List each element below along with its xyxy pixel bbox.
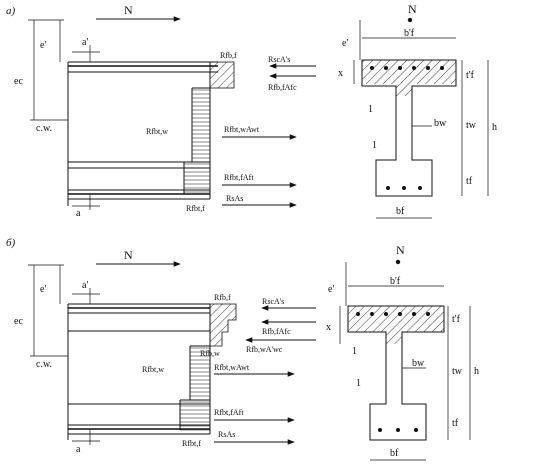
panel-a-Rfbf-label: Rfb,f [220, 51, 237, 60]
panel-a-ec-label: ec [14, 76, 23, 87]
panel-a-leader-1: 1 [368, 104, 373, 115]
panel-b-section-e: e' [328, 284, 334, 295]
panel-b-section-tf-top: t'f [452, 314, 461, 325]
panel-a-tension-hatch [184, 89, 210, 193]
panel-a-elevation: а) N e' ec c.w. a' [6, 3, 316, 219]
panel-b-section-tf: tf [452, 418, 459, 429]
panel-a-compression-zone [362, 60, 456, 84]
panel-b-Rfbw-label: Rfb,w [200, 349, 220, 358]
panel-b-top-rebars [356, 312, 430, 316]
panel-a-tension-web-block [183, 62, 211, 199]
panel-a-section-tf: tf [466, 176, 473, 187]
panel-a-section-bf-top: b'f [404, 28, 415, 39]
panel-a-section-x: x [338, 68, 343, 79]
panel-b-a-label: a [76, 444, 81, 455]
rebar-dot [384, 66, 388, 70]
panel-b-Rfbtw-label: Rfbt,w [142, 365, 164, 374]
panel-a-leader-2: 1 [372, 140, 377, 151]
panel-a-Rfbtw-label: Rfbt,w [146, 127, 168, 136]
panel-b-Ffbw-label: Rfb,wA'wc [246, 345, 283, 354]
panel-a-section-bw: bw [434, 118, 447, 129]
panel-a-aprime-label: a' [82, 37, 88, 48]
panel-a-bottom-rebars [386, 186, 422, 190]
panel-b-cw-label: c.w. [36, 359, 52, 370]
rebar-dot [356, 312, 360, 316]
panel-b-section-tw: tw [452, 366, 463, 377]
panel-b-elevation: б) N e' ec c.w. a' Rfb,f Rf [6, 237, 316, 455]
panel-b-compression-zone [348, 306, 444, 344]
panel-a-section-tf-top: t'f [466, 70, 475, 81]
panel-b-section: N e' b'f x t'f tw tf h bw bf 1 1 [326, 243, 479, 461]
rebar-dot [384, 312, 388, 316]
panel-b-section-bw: bw [412, 358, 425, 369]
panel-b-e-label: e' [40, 284, 46, 295]
panel-a-load-point [407, 17, 413, 23]
panel-b-Fsc-label: RscA's [262, 297, 284, 306]
rebar-dot [418, 186, 422, 190]
panel-a-top-rebars [370, 66, 444, 70]
panel-b-Ffbtw-label: Rfbt,wAwt [214, 363, 250, 372]
panel-b-tension-web-block [179, 304, 211, 434]
panel-b-section-bf: bf [390, 448, 399, 459]
panel-b-load-point [395, 259, 401, 265]
panel-b-ec-label: ec [14, 316, 23, 327]
panel-a-cw-label: c.w. [36, 123, 52, 134]
panel-a-section-tw: tw [466, 120, 477, 131]
panel-a-tag: а) [6, 5, 16, 17]
rebar-dot [402, 186, 406, 190]
rebar-dot [426, 66, 430, 70]
rebar-dot [378, 428, 382, 432]
panel-a-Ffbtf-label: Rfbt,fAft [224, 173, 254, 182]
panel-a-e-label: e' [40, 40, 46, 51]
panel-a-section-e: e' [342, 38, 348, 49]
rebar-dot [386, 186, 390, 190]
panel-b-Ffbtf-label: Rfbt,fAft [214, 408, 244, 417]
rebar-dot [426, 312, 430, 316]
panel-b-section-N: N [396, 243, 405, 257]
panel-b-leader-2: 1 [356, 378, 361, 389]
panel-a-a-label: a [76, 208, 81, 219]
panel-b-tension-hatch [180, 347, 210, 431]
rebar-dot [440, 66, 444, 70]
panel-a-section-h: h [492, 122, 497, 133]
panel-b-Rfbf-label: Rfb,f [214, 293, 231, 302]
panel-a-section-N: N [408, 2, 417, 16]
panel-b-section-bf-top: b'f [390, 276, 401, 287]
panel-a-Ffb-label: Rfb,fAfc [268, 83, 297, 92]
rebar-dot [412, 66, 416, 70]
panel-a-section-bf: bf [396, 206, 405, 217]
panel-b-Rfbtf-label: Rfbt,f [182, 439, 201, 448]
panel-b-section-h: h [474, 366, 479, 377]
rebar-dot [398, 312, 402, 316]
panel-a-N-label: N [124, 3, 133, 17]
panel-a-section: N e' b'f x t'f tw tf h bw bf 1 1 [338, 2, 497, 219]
panel-b-Fs-label: RsAs [218, 430, 235, 439]
panel-b-N-label: N [124, 248, 133, 262]
panel-b-aprime-label: a' [82, 280, 88, 291]
rebar-dot [398, 66, 402, 70]
rebar-dot [414, 428, 418, 432]
rebar-dot [370, 312, 374, 316]
panel-b-leader-1: 1 [352, 346, 357, 357]
panel-b-Ffb-label: Rfb,fAfc [262, 327, 291, 336]
panel-a-Fsc-label: RscA's [268, 55, 290, 64]
panel-a-Ffbtw-label: Rfbt,wAwt [224, 125, 260, 134]
panel-b-bottom-rebars [378, 428, 418, 432]
panel-b-compression-block [209, 303, 237, 347]
panel-a-Fs-label: RsAs [226, 194, 243, 203]
rebar-dot [370, 66, 374, 70]
rebar-dot [396, 428, 400, 432]
panel-a-Rfbtf-label: Rfbt,f [186, 204, 205, 213]
panel-b-tag: б) [6, 237, 16, 249]
panel-b-section-x: x [326, 322, 331, 333]
rebar-dot [412, 312, 416, 316]
panel-a-compression-block [209, 61, 235, 89]
